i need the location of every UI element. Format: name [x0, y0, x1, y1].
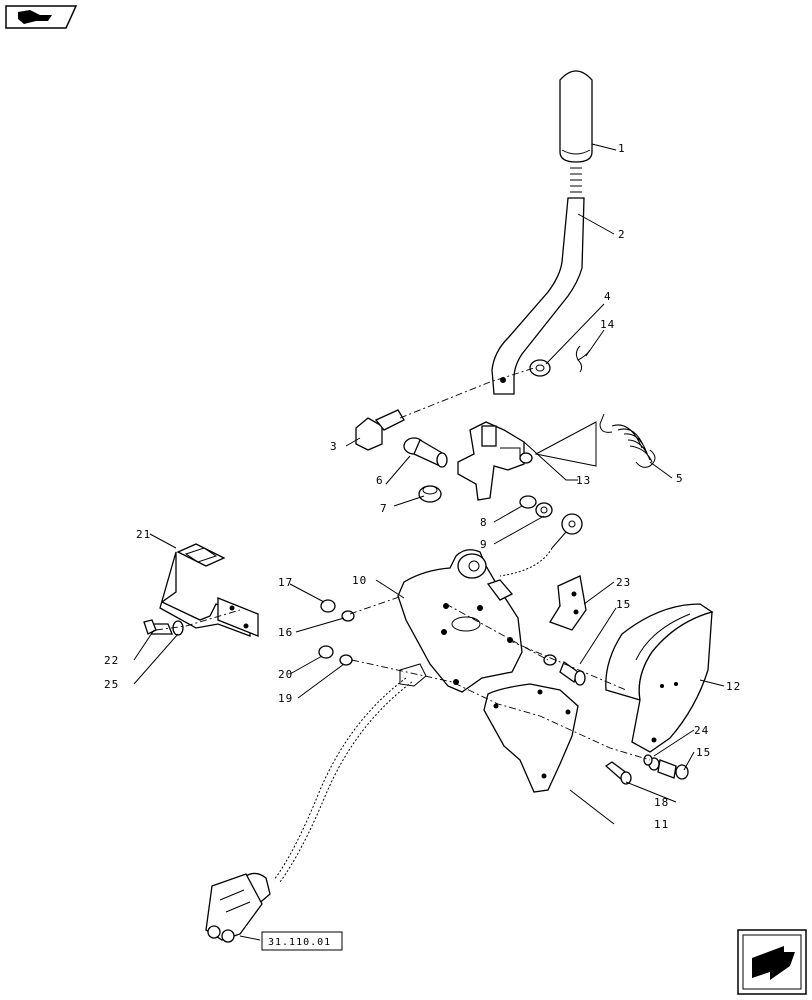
callout-5: 5 [676, 472, 684, 485]
part-spring-5 [599, 413, 656, 468]
callout-9: 9 [480, 538, 488, 551]
part-bushing-7 [418, 485, 442, 503]
part-bolt-15a [543, 654, 586, 686]
part-plate-11 [483, 683, 579, 793]
part-lever [491, 167, 585, 395]
callout-8: 8 [480, 516, 488, 529]
callout-7: 7 [380, 502, 388, 515]
callout-11: 11 [654, 818, 669, 831]
callout-labels: 1 2 4 14 3 6 7 13 5 8 9 21 17 10 23 15 1… [104, 142, 741, 831]
previous-page-icon[interactable] [5, 5, 78, 29]
part-cable [273, 547, 553, 883]
callout-23: 23 [616, 576, 631, 589]
callout-13: 13 [576, 474, 591, 487]
callout-24: 24 [694, 724, 709, 737]
callout-1: 1 [618, 142, 626, 155]
callout-6: 6 [376, 474, 384, 487]
part-nut-20 [318, 645, 334, 659]
callout-10: 10 [352, 574, 367, 587]
leader-lines [133, 143, 725, 941]
callout-12: 12 [726, 680, 741, 693]
part-bracket-13 [457, 421, 533, 501]
part-washer-19 [339, 654, 353, 666]
part-cover-12 [605, 603, 714, 753]
part-washer-24 [643, 754, 653, 766]
callout-3: 3 [330, 440, 338, 453]
reference-label[interactable]: 31.110.01 [268, 937, 331, 948]
part-plate-10 [397, 549, 523, 693]
part-pin-6 [403, 437, 448, 468]
part-bracket-21 [159, 543, 259, 637]
part-bolt-22 [143, 619, 173, 635]
part-washer-8 [519, 495, 537, 509]
part-washer-16 [341, 610, 355, 622]
part-cable-clevis [205, 872, 271, 943]
callout-25: 25 [104, 678, 119, 691]
next-page-icon[interactable] [737, 929, 807, 995]
part-nut-17 [320, 599, 336, 613]
callout-19: 19 [278, 692, 293, 705]
callout-14: 14 [600, 318, 615, 331]
part-grip [559, 70, 593, 163]
callout-16: 16 [278, 626, 293, 639]
callout-21: 21 [136, 528, 151, 541]
part-bolt-3 [355, 409, 405, 451]
callout-20: 20 [278, 668, 293, 681]
part-bolt-15b [648, 757, 689, 780]
part-washer-25 [172, 620, 184, 636]
part-cable-eye [551, 513, 583, 549]
part-bolt-18 [604, 761, 632, 785]
callout-17: 17 [278, 576, 293, 589]
part-bracket-23 [549, 575, 587, 631]
callout-2: 2 [618, 228, 626, 241]
callout-18: 18 [654, 796, 669, 809]
assembly-axis-lines [155, 367, 651, 761]
part-spring-pin [575, 345, 591, 373]
part-nut-9 [535, 502, 553, 518]
callout-22: 22 [104, 654, 119, 667]
part-washer-4 [529, 359, 551, 377]
callout-15-a: 15 [616, 598, 631, 611]
callout-15-b: 15 [696, 746, 711, 759]
reference-link[interactable]: 31.110.01 [261, 931, 343, 951]
callout-4: 4 [604, 290, 612, 303]
